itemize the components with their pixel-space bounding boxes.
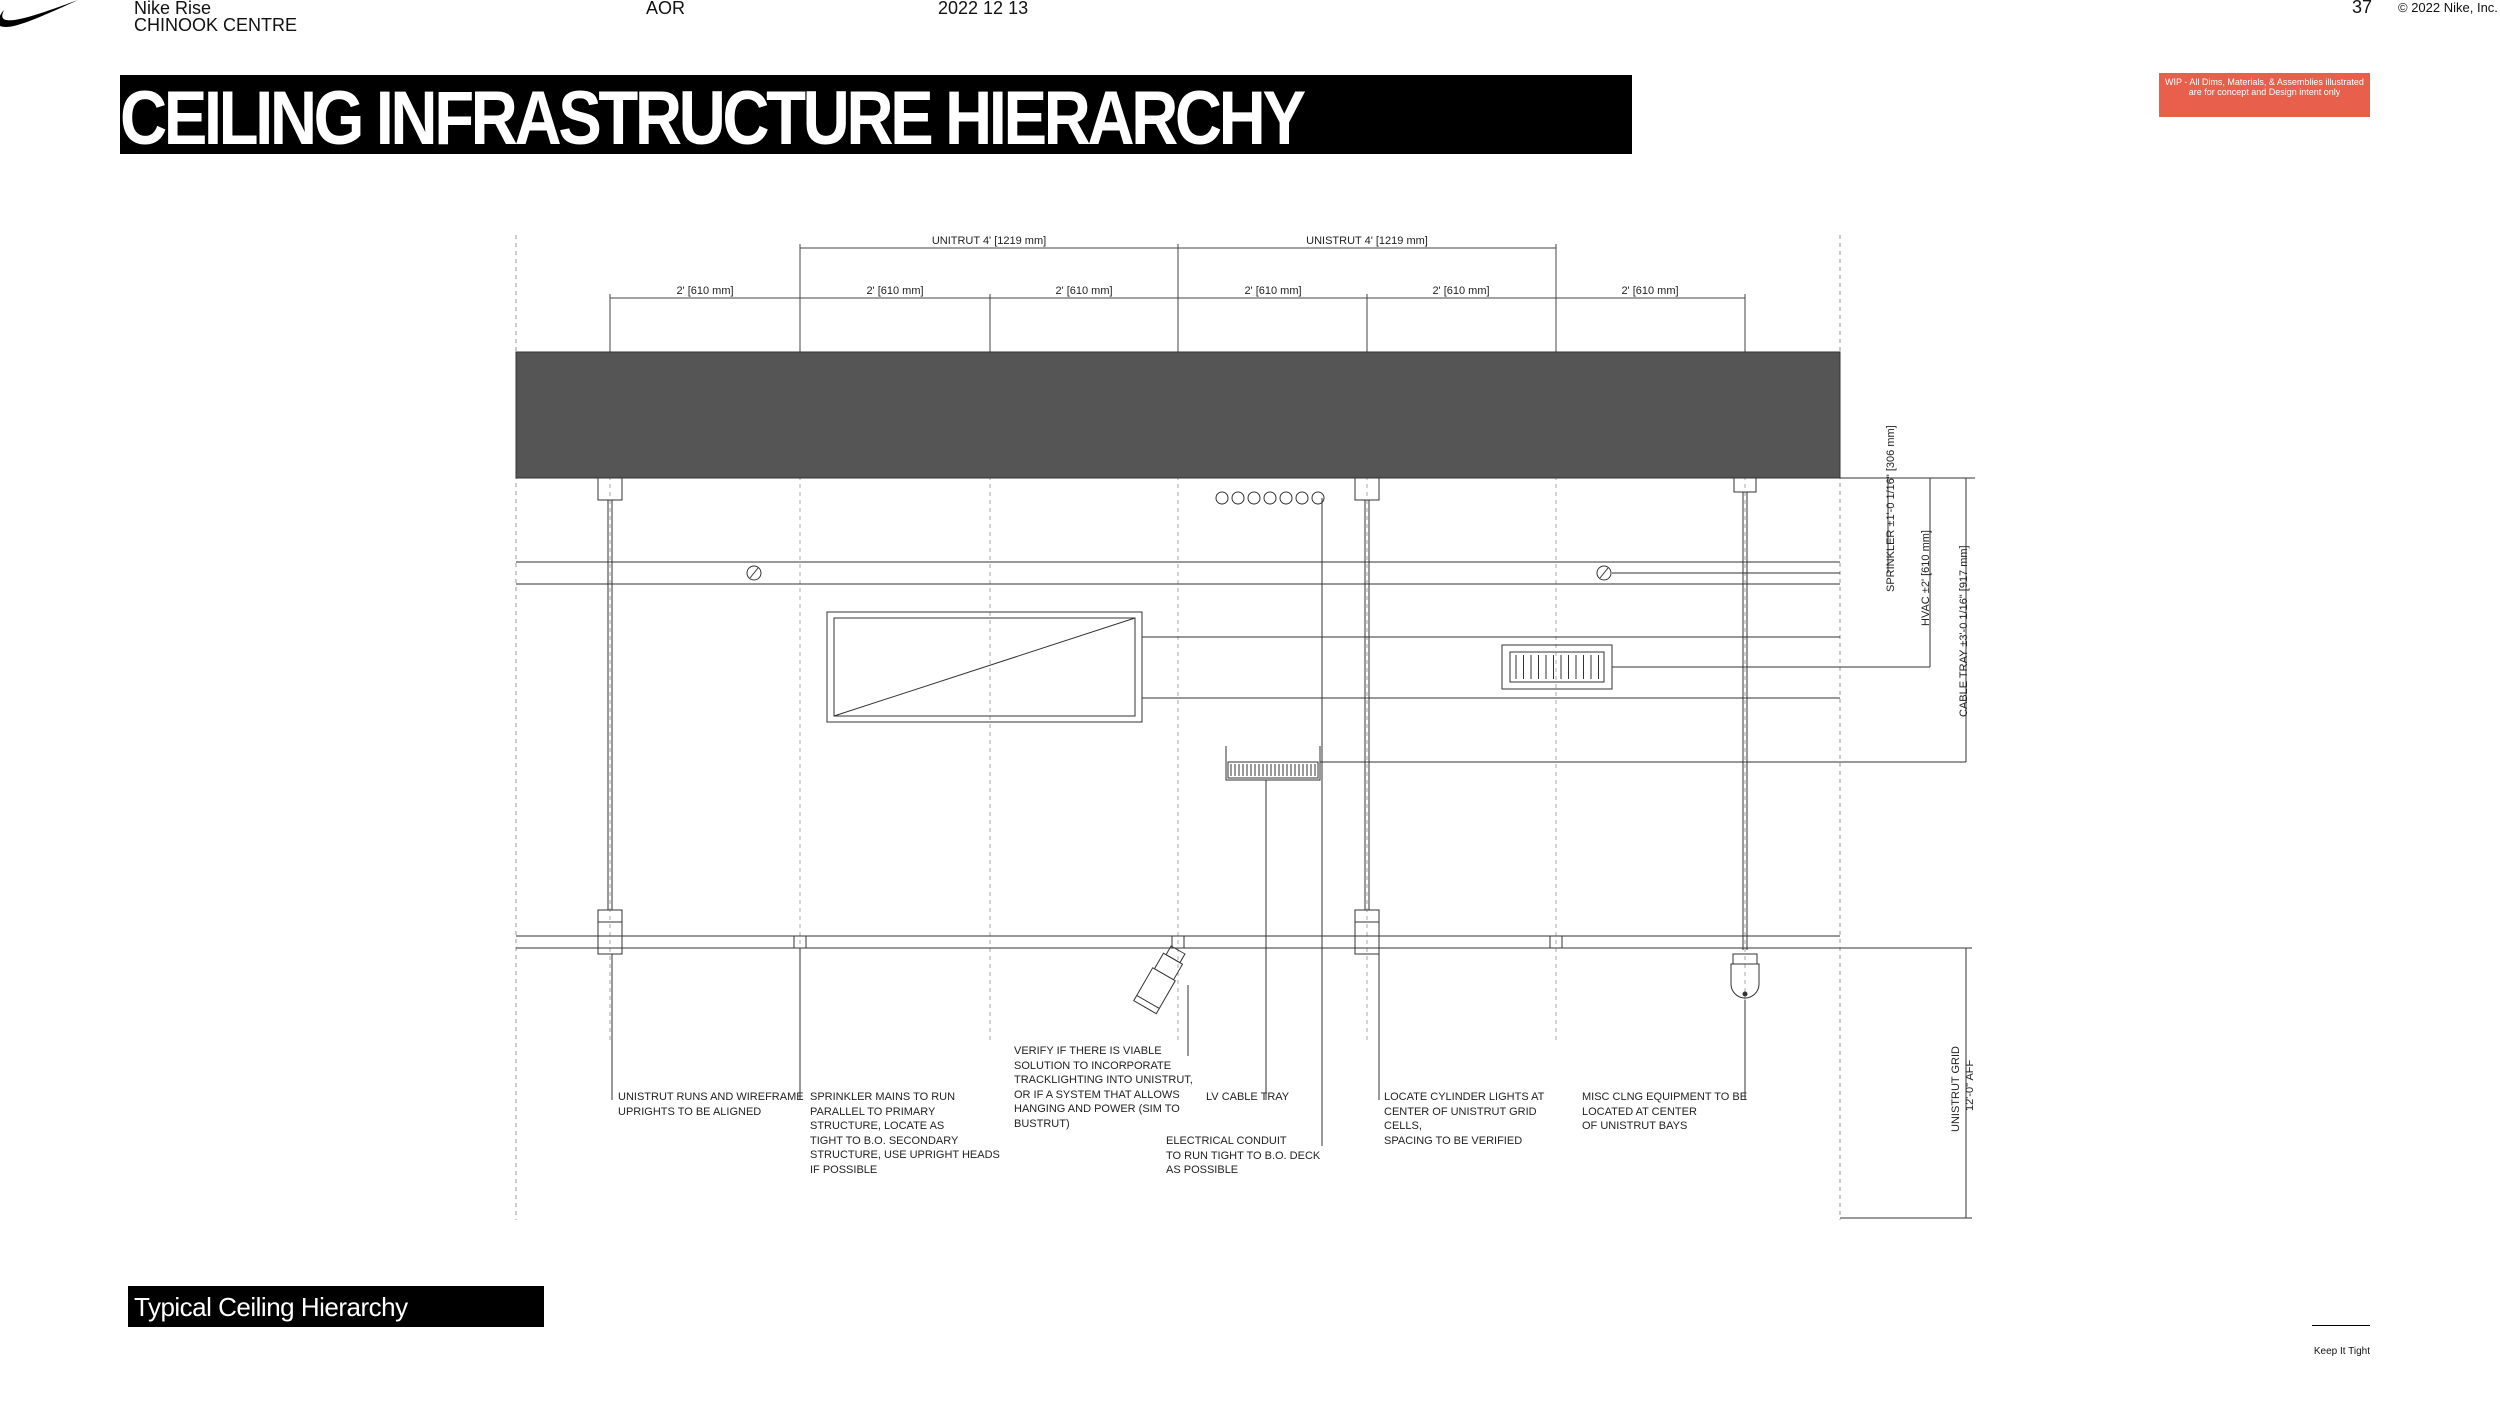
- aor-label: AOR: [646, 0, 686, 18]
- bay-dim-6: 2' [610 mm]: [1621, 285, 1678, 297]
- date-label: 2022 12 13: [938, 0, 1029, 18]
- top-dim-2: UNISTRUT 4' [1219 mm]: [1306, 235, 1428, 247]
- conduit-circle: [1311, 491, 1325, 505]
- nike-swoosh-logo: [0, 0, 78, 27]
- brand-line-1: Nike Rise: [134, 0, 212, 18]
- note-misc-equipment: MISC CLNG EQUIPMENT TO BE LOCATED AT CEN…: [1582, 1091, 1748, 1132]
- note-lv-cable-tray: LV CABLE TRAY: [1206, 1091, 1290, 1103]
- bay-dim-3: 2' [610 mm]: [1055, 285, 1112, 297]
- note-cylinder-lights: LOCATE CYLINDER LIGHTS AT CENTER OF UNIS…: [1384, 1091, 1545, 1147]
- footer-tagline: Keep It Tight: [2313, 1346, 2370, 1357]
- figure-caption: Typical Ceiling Hierarchy: [134, 1292, 408, 1322]
- conduit-circle: [1247, 491, 1261, 505]
- bay-dim-5: 2' [610 mm]: [1432, 285, 1489, 297]
- footer-rule: [2312, 1325, 2370, 1326]
- conduit-circle: [1295, 491, 1309, 505]
- bay-dim-1: 2' [610 mm]: [676, 285, 733, 297]
- caption-bar: [128, 1286, 544, 1327]
- note-sprinkler-mains: SPRINKLER MAINS TO RUN PARALLEL TO PRIMA…: [810, 1091, 1000, 1176]
- note-electrical-conduit: ELECTRICAL CONDUIT TO RUN TIGHT TO B.O. …: [1166, 1135, 1321, 1176]
- note-unistrut-runs: UNISTRUT RUNS AND WIREFRAME UPRIGHTS TO …: [618, 1091, 804, 1118]
- top-dim-1: UNITRUT 4' [1219 mm]: [932, 235, 1046, 247]
- brand-line-2: CHINOOK CENTRE: [134, 15, 298, 35]
- cable-tray-dim-label: CABLE TRAY ±3'-0 1/16" [917 mm]: [1958, 545, 1970, 717]
- hvac-dim-label: HVAC ±2' [610 mm]: [1920, 530, 1932, 626]
- page-title: CEILING INFRASTRUCTURE HIERARCHY: [120, 76, 1306, 161]
- copyright: © 2022 Nike, Inc.: [2398, 0, 2498, 15]
- conduit-circle: [1279, 491, 1293, 505]
- bay-dim-4: 2' [610 mm]: [1244, 285, 1301, 297]
- title-bar: [120, 75, 1632, 154]
- note-tracklighting: VERIFY IF THERE IS VIABLE SOLUTION TO IN…: [1014, 1045, 1193, 1130]
- sprinkler-dim-label: SPRINKLER ±1'-0 1/16" [306 mm]: [1885, 425, 1897, 592]
- wip-notice: WIP - All Dims, Materials, & Assemblies …: [2159, 73, 2370, 117]
- conduit-circle: [1215, 491, 1229, 505]
- page-number: 37: [2352, 0, 2373, 17]
- grid-dim-label-2: 12'-0" AFF: [1964, 1059, 1976, 1111]
- bay-dim-2: 2' [610 mm]: [866, 285, 923, 297]
- grid-dim-label-1: UNISTRUT GRID: [1950, 1046, 1962, 1132]
- conduit-circle: [1263, 491, 1277, 505]
- conduit-circle: [1231, 491, 1245, 505]
